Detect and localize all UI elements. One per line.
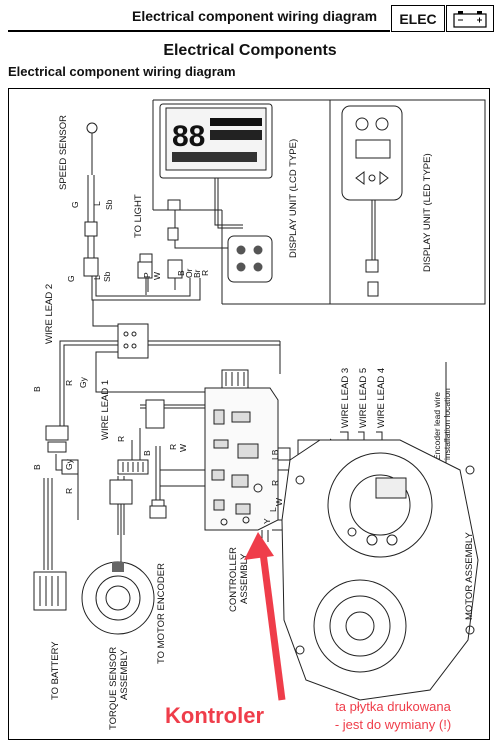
note-line-2: - jest do wymiany (!) — [334, 717, 452, 732]
wire-code: G — [70, 201, 80, 208]
wire-code: W — [178, 444, 188, 452]
wire-code: L — [268, 507, 278, 512]
wire-code: G — [66, 275, 76, 282]
display-frame — [153, 99, 486, 305]
speed-sensor-label: SPEED SENSOR — [58, 115, 69, 190]
wire-code: LB — [270, 449, 280, 460]
wire-lead-5-label: WIRE LEAD 5 — [358, 368, 369, 428]
torque-sensor-label-1: TORQUE SENSOR — [108, 647, 119, 730]
wire-lead-2-label: WIRE LEAD 2 — [44, 284, 55, 344]
wire-code: L — [92, 201, 102, 206]
encoder-note-1: Encoder lead wire — [432, 392, 442, 460]
header-rule — [8, 30, 390, 32]
red-arrow-icon — [244, 532, 286, 701]
encoder-note-2: installation location — [442, 388, 452, 460]
lcd-display-icon: 88 — [159, 103, 273, 283]
wire-code: Sb — [104, 199, 114, 210]
motor-assembly-label: MOTOR ASSEMBLY — [464, 532, 475, 620]
speed-sensor-icon — [83, 122, 99, 277]
wire-code: R — [200, 270, 210, 276]
svg-text:88: 88 — [172, 120, 205, 153]
wire-code: B — [142, 450, 152, 456]
wire-code: B — [176, 270, 186, 276]
to-light-label: TO LIGHT — [133, 194, 144, 238]
to-motor-encoder-label: TO MOTOR ENCODER — [156, 563, 167, 664]
wire-code: R — [64, 380, 74, 386]
battery-connector-icon — [33, 571, 67, 611]
wire-code: R — [168, 444, 178, 450]
battery-icon — [446, 5, 494, 32]
wire-code: W — [274, 498, 284, 506]
wire-code: Or — [184, 268, 194, 278]
controller-label-2: ASSEMBLY — [239, 553, 250, 604]
wire-lead-1-label: WIRE LEAD 1 — [100, 380, 111, 440]
wire-code: Sb — [102, 271, 112, 282]
controller-label-1: CONTROLLER — [228, 547, 239, 612]
header-title: Electrical component wiring diagram — [132, 8, 378, 24]
subtitle: Electrical component wiring diagram — [8, 64, 236, 79]
lcd-display-label: DISPLAY UNIT (LCD TYPE) — [288, 139, 299, 258]
wire-code: W — [152, 272, 162, 280]
wire-code: R — [270, 480, 280, 486]
to-battery-label: TO BATTERY — [50, 641, 61, 700]
controller-pcb — [204, 369, 279, 531]
wire-code: R — [116, 436, 126, 442]
diagram-frame — [8, 88, 490, 740]
wire-code: R — [64, 488, 74, 494]
torque-sensor-icon — [81, 479, 155, 635]
wire-code: Gy — [78, 376, 88, 388]
elec-badge: ELEC — [391, 5, 445, 32]
junction-box — [117, 323, 149, 359]
torque-sensor-label-2: ASSEMBLY — [119, 649, 130, 700]
led-display-label: DISPLAY UNIT (LED TYPE) — [422, 153, 433, 272]
wire-lead-3-label: WIRE LEAD 3 — [340, 368, 351, 428]
wire-code: B — [32, 386, 42, 392]
wire-code: Gy — [64, 458, 74, 470]
led-display-icon — [341, 105, 403, 297]
wire-code: L — [92, 275, 102, 280]
wire-code: B — [32, 464, 42, 470]
kontroler-annotation: Kontroler — [165, 703, 264, 728]
motor-assembly-icon — [281, 439, 479, 701]
wire-code: Y — [262, 518, 272, 524]
wire-code: Br — [192, 269, 202, 278]
section-title: Electrical Components — [163, 42, 337, 59]
note-line-1: ta płytka drukowana — [335, 699, 451, 714]
wire-lead-4-label: WIRE LEAD 4 — [376, 368, 387, 428]
wire-code: P — [142, 272, 152, 278]
